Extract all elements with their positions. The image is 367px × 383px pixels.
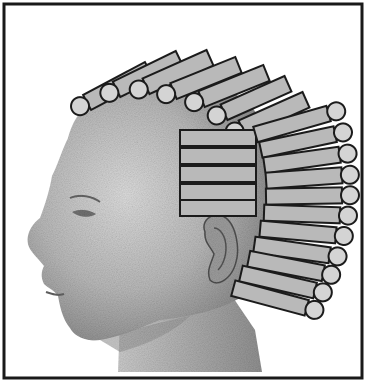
perm-rod-panel-3 <box>180 166 256 182</box>
perm-rod-panel-5 <box>180 200 256 216</box>
perm-rod-panel-2 <box>180 148 256 164</box>
perm-rod-panel-4 <box>180 184 256 200</box>
perm-rod-panel-1 <box>180 130 256 146</box>
perm-rod-back-5 <box>266 186 359 206</box>
